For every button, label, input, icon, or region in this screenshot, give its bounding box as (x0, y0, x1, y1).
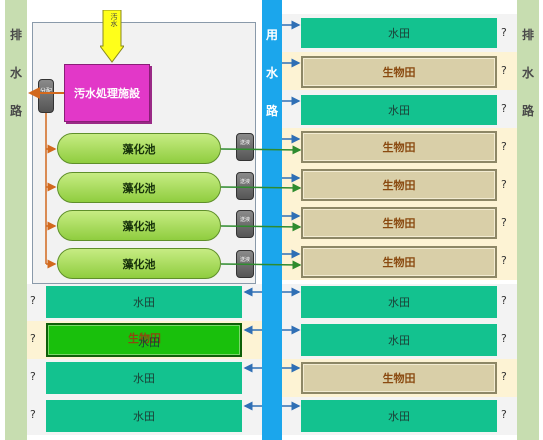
algae-pond-label: 藻化池 (122, 257, 156, 271)
transfer-pump-2: 送液 (236, 172, 254, 200)
right-question-7: ? (501, 254, 507, 267)
transfer-pump-label: 送液 (239, 140, 250, 146)
right-field-9: 水田 (301, 324, 497, 356)
right-field-1: 水田 (301, 18, 497, 48)
right-question-11: ? (501, 408, 507, 421)
algae-pond-label: 藻化池 (122, 219, 156, 233)
sewage-inlet-label: 汚水 (110, 13, 118, 27)
right-question-1: ? (501, 26, 507, 39)
sewage-treatment-label: 汚水処理施設 (74, 87, 140, 100)
field-label: 生物田 (382, 141, 416, 154)
field-label: 生物田 (382, 217, 416, 230)
field-label: 水田 (133, 410, 155, 423)
transfer-pump-3: 送液 (236, 210, 254, 238)
right-field-10: 生物田 (301, 362, 497, 394)
field-label: 水田 (388, 104, 410, 117)
right-field-7: 生物田 (301, 246, 497, 278)
algae-pond-4: 藻化池 (57, 248, 221, 279)
channel-label-2: 水 (265, 66, 278, 80)
transfer-pump-label: 送液 (239, 179, 250, 185)
right-question-9: ? (501, 332, 507, 345)
right-field-8: 水田 (301, 286, 497, 318)
sewage-treatment-facility: 汚水処理施設 (64, 64, 150, 122)
left-question-1: ? (30, 294, 36, 307)
transfer-pump-label: 送液 (239, 257, 250, 263)
left-question-2: ? (30, 332, 36, 345)
drain-channel-right: 排 水 路 (517, 0, 539, 440)
channel-label-3: 路 (265, 104, 278, 118)
overlay-label: 水田 (138, 336, 160, 349)
algae-pond-label: 藻化池 (122, 142, 156, 156)
field-label: 生物田 (382, 372, 416, 385)
left-field-4: 水田 (46, 400, 242, 432)
field-label: 水田 (388, 410, 410, 423)
drain-label-right-3: 路 (521, 104, 534, 118)
drain-label-right-2: 水 (521, 66, 534, 80)
algae-pond-1: 藻化池 (57, 133, 221, 164)
field-label: 水田 (133, 296, 155, 309)
algae-pond-2: 藻化池 (57, 172, 221, 203)
right-field-6: 生物田 (301, 207, 497, 239)
left-field-3: 水田 (46, 362, 242, 394)
drain-channel-left: 排 水 路 (5, 0, 27, 440)
field-label: 生物田 (382, 66, 416, 79)
right-field-11: 水田 (301, 400, 497, 432)
field-label: 水田 (388, 296, 410, 309)
drain-label-3: 路 (9, 104, 22, 118)
right-question-6: ? (501, 216, 507, 229)
transfer-pump-label: 送液 (239, 217, 250, 223)
right-field-5: 生物田 (301, 169, 497, 201)
left-field-2: 生物田 水田 (46, 323, 242, 357)
irrigation-channel (262, 0, 282, 440)
right-question-2: ? (501, 64, 507, 77)
field-label: 生物田 (128, 332, 161, 345)
field-label: 水田 (133, 372, 155, 385)
right-question-3: ? (501, 102, 507, 115)
field-label: 水田 (388, 334, 410, 347)
distributor-label: 分配 (39, 88, 52, 95)
sewage-inlet-arrow (100, 10, 124, 63)
drain-label-2: 水 (9, 66, 22, 80)
right-question-8: ? (501, 294, 507, 307)
right-field-2: 生物田 (301, 56, 497, 88)
right-field-4: 生物田 (301, 131, 497, 163)
channel-label-1: 用 (265, 28, 278, 42)
left-field-1: 水田 (46, 286, 242, 318)
field-label: 生物田 (382, 179, 416, 192)
field-label: 生物田 (382, 256, 416, 269)
algae-pond-3: 藻化池 (57, 210, 221, 241)
right-question-10: ? (501, 370, 507, 383)
drain-label-1: 排 (9, 28, 22, 42)
right-question-5: ? (501, 178, 507, 191)
drain-label-right-1: 排 (521, 28, 534, 42)
left-question-3: ? (30, 370, 36, 383)
right-field-3: 水田 (301, 95, 497, 125)
right-question-4: ? (501, 140, 507, 153)
field-label: 水田 (388, 27, 410, 40)
algae-pond-label: 藻化池 (122, 181, 156, 195)
transfer-pump-1: 送液 (236, 133, 254, 161)
left-question-4: ? (30, 408, 36, 421)
